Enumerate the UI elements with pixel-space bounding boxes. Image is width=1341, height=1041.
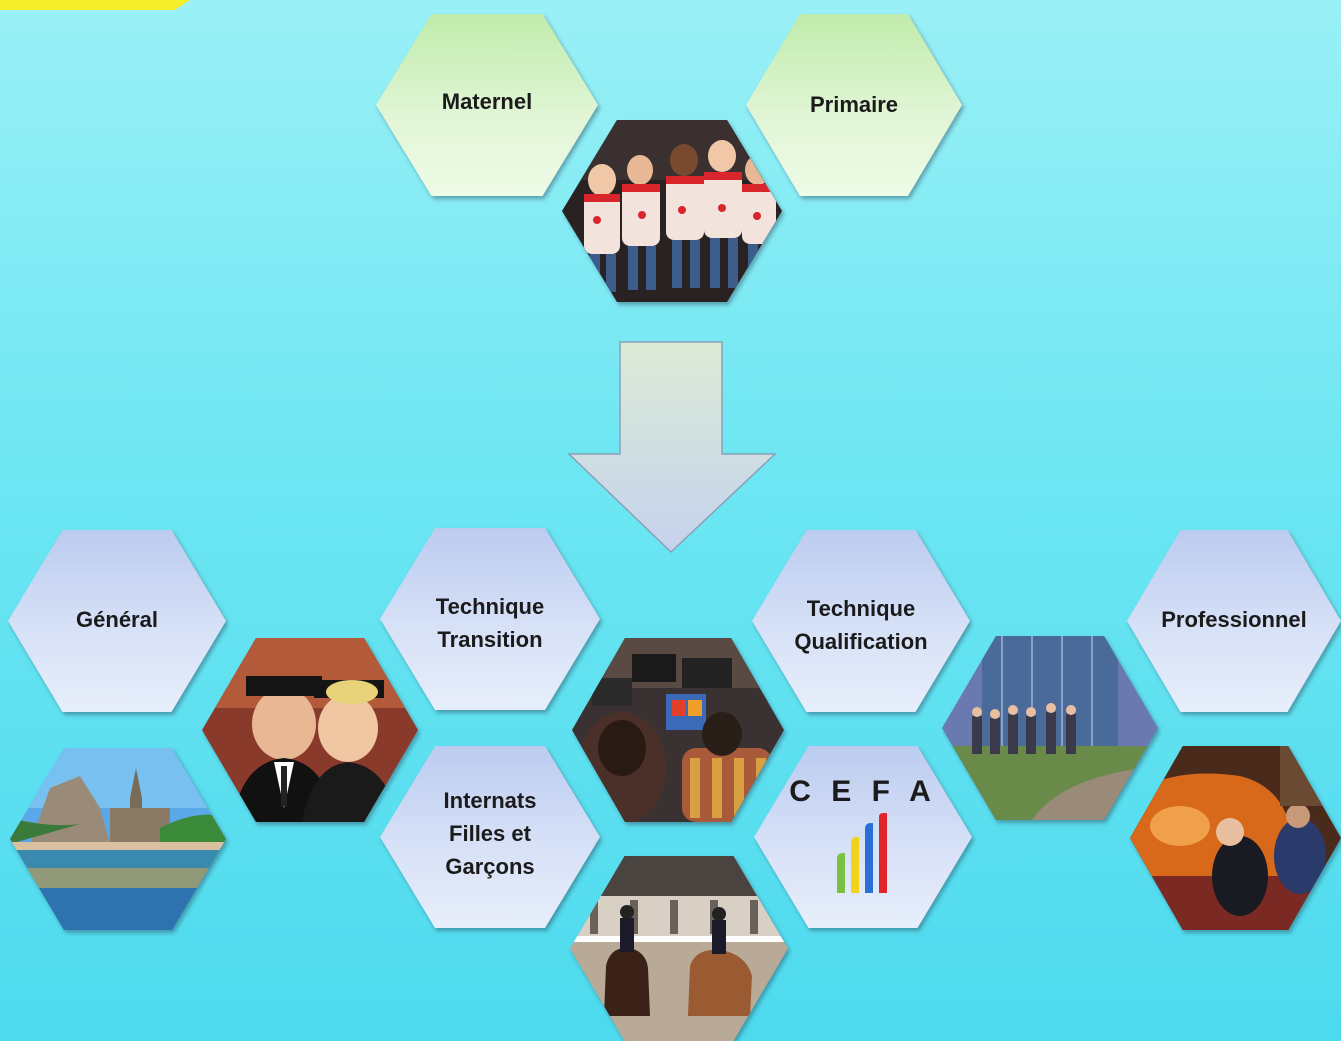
hex-internats-label: Internats Filles et Garçons bbox=[443, 787, 537, 879]
hex-professionnel[interactable]: Professionnel bbox=[1127, 530, 1341, 712]
hex-primaire-label: Primaire bbox=[809, 91, 899, 117]
corner-accent bbox=[0, 0, 190, 10]
photo-children-dancing bbox=[562, 120, 782, 302]
hex-technique-transition-label: Technique Transition bbox=[435, 594, 545, 652]
cefa-bars-icon bbox=[837, 813, 887, 893]
photo-town-cathedral-river bbox=[10, 748, 226, 930]
hex-maternel-label: Maternel bbox=[441, 88, 533, 114]
photo-horse-riders bbox=[570, 856, 788, 1041]
hex-technique-transition[interactable]: Technique Transition bbox=[380, 528, 600, 710]
hex-technique-qualification[interactable]: Technique Qualification bbox=[752, 530, 970, 712]
hex-general[interactable]: Général bbox=[8, 530, 226, 712]
hex-maternel[interactable]: Maternel bbox=[376, 14, 598, 196]
hex-cefa[interactable]: C E F A bbox=[754, 746, 972, 928]
hex-technique-qualification-label: Technique Qualification bbox=[794, 596, 928, 654]
cefa-title: C E F A bbox=[789, 775, 937, 808]
photo-car-workshop bbox=[1130, 746, 1341, 930]
hex-primaire[interactable]: Primaire bbox=[746, 14, 962, 196]
hex-internats[interactable]: Internats Filles et Garçons bbox=[380, 746, 600, 928]
photo-students-outdoor bbox=[942, 636, 1158, 820]
photo-graduates bbox=[202, 638, 418, 822]
down-arrow-icon bbox=[567, 341, 777, 554]
hex-professionnel-label: Professionnel bbox=[1161, 606, 1307, 632]
hex-general-label: Général bbox=[76, 606, 158, 632]
photo-computer-lab bbox=[572, 638, 784, 822]
